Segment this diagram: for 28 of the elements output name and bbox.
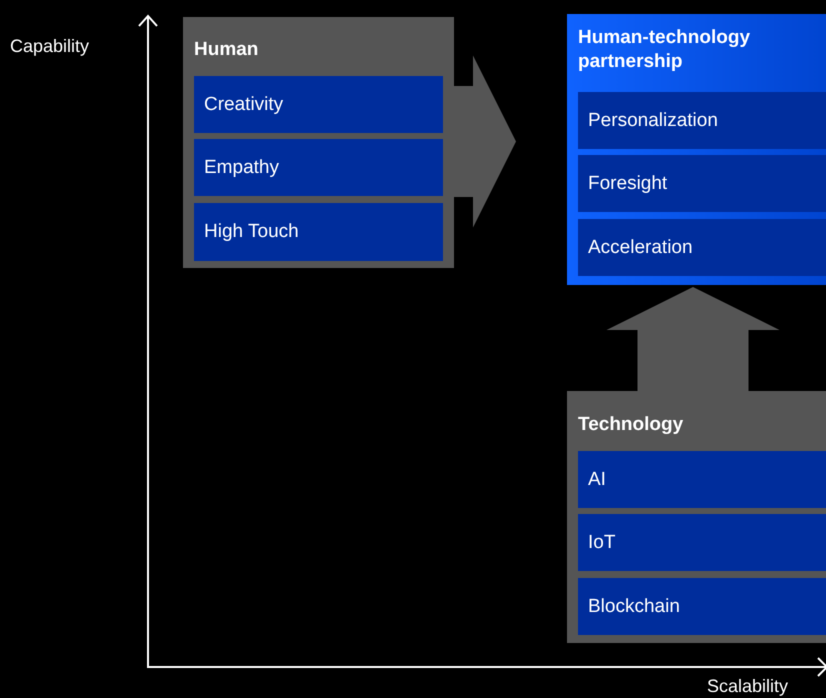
capability-box	[578, 451, 826, 508]
group-panel	[567, 14, 826, 285]
item-label: IoT	[588, 530, 616, 554]
group-title: Human	[194, 38, 260, 62]
capability-box	[194, 76, 443, 133]
axis-label: Capability	[10, 36, 90, 57]
block-arrow	[606, 287, 780, 391]
group-panel	[567, 391, 826, 643]
item-label: High Touch	[204, 220, 299, 244]
capability-box	[194, 203, 443, 261]
item-label: Blockchain	[588, 594, 680, 618]
item-label: Foresight	[588, 172, 668, 196]
item-label: Empathy	[204, 156, 279, 180]
capability-box	[578, 155, 826, 212]
capability-box	[578, 578, 826, 635]
block-arrow	[454, 56, 516, 228]
axis-label: Scalability	[707, 676, 788, 697]
item-label: Personalization	[588, 108, 718, 132]
item-label: Acceleration	[588, 236, 693, 260]
capability-box	[578, 514, 826, 571]
group-title: Human-technology partnership	[578, 26, 752, 74]
item-label: AI	[588, 468, 606, 492]
capability-box	[194, 139, 443, 196]
group-panel	[183, 17, 454, 268]
item-label: Creativity	[204, 92, 284, 116]
group-title: Technology	[578, 413, 684, 437]
capability-box	[578, 219, 826, 276]
capability-box	[578, 92, 826, 149]
